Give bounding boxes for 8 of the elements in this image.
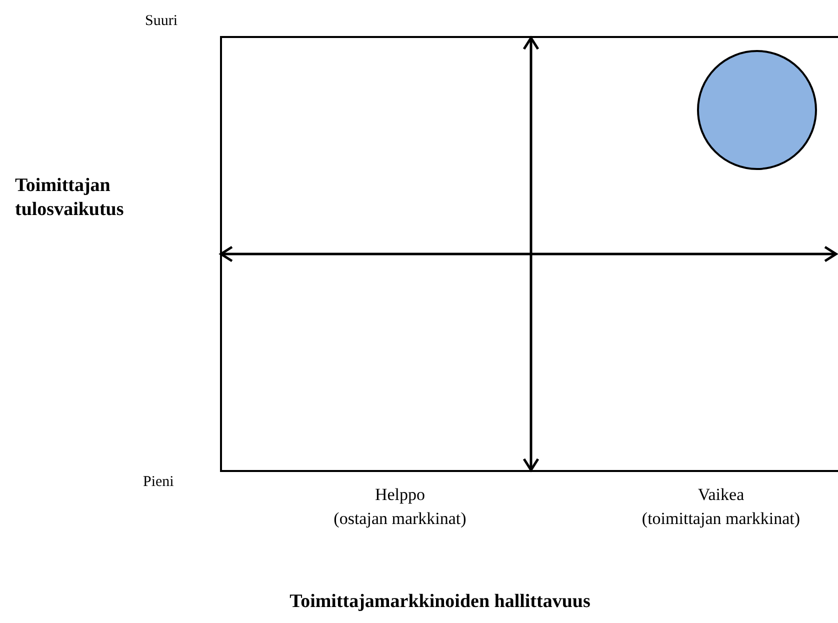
axis-label: Suuri <box>145 12 178 31</box>
axis-label: Vaikea <box>698 484 744 506</box>
axis-label: (toimittajan markkinat) <box>642 508 800 530</box>
axis-title: Toimittajan tulosvaikutus <box>15 174 125 222</box>
axis-label: (ostajan markkinat) <box>334 508 466 530</box>
axis-label: Helppo <box>374 484 426 506</box>
axis-label: Pieni <box>143 473 174 492</box>
axis-title: Toimittajamarkkinoiden hallittavuus <box>290 590 590 614</box>
